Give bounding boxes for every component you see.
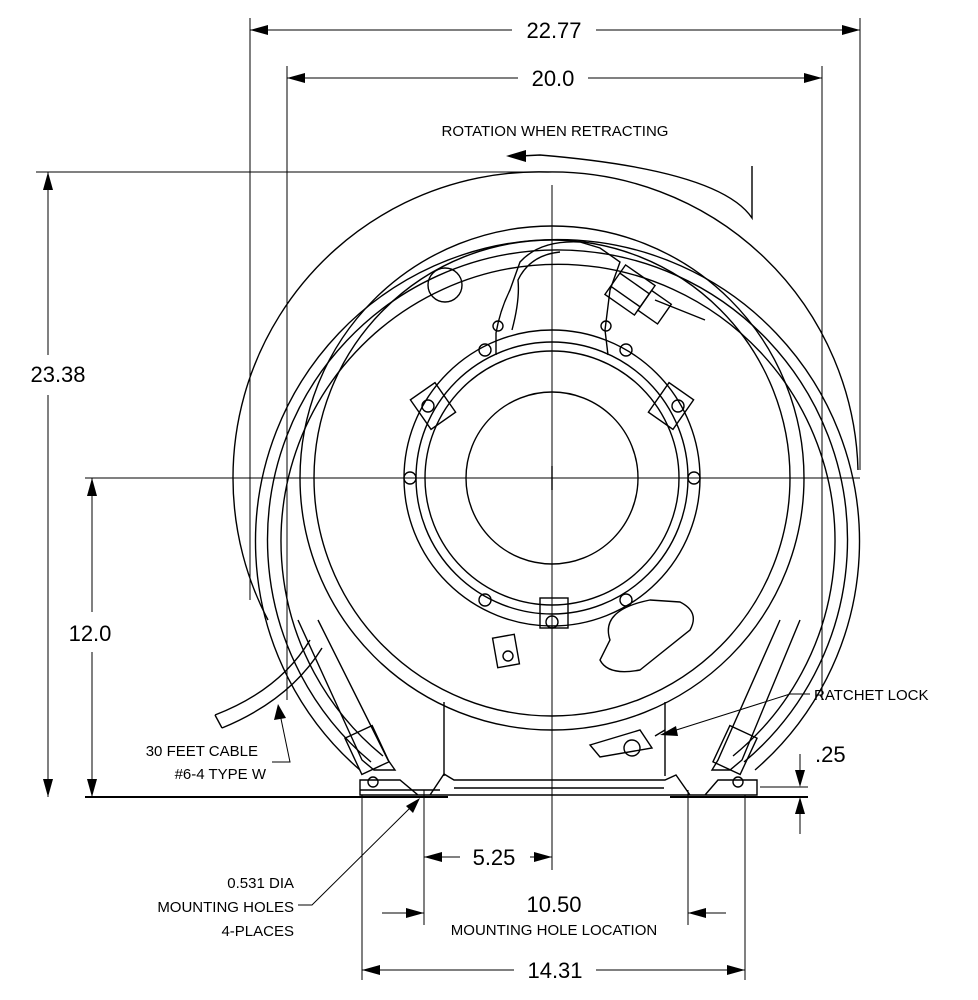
- dim-overall-height: 23.38: [30, 171, 550, 797]
- centerlines: [85, 185, 860, 870]
- dim-hole-spacing-label: 10.50: [526, 892, 581, 917]
- dim-center-height-label: 12.0: [69, 621, 112, 646]
- dim-drum-width-label: 20.0: [532, 66, 575, 91]
- hub-assembly: [403, 241, 706, 629]
- bolt-holes: [403, 320, 701, 629]
- drum-details: [427, 267, 694, 673]
- ratchet-lock-label: RATCHET LOCK: [814, 687, 928, 704]
- dim-base-thickness: .25: [760, 742, 846, 834]
- dim-half-spacing: 5.25: [423, 790, 552, 925]
- rotation-note: ROTATION WHEN RETRACTING: [442, 123, 669, 140]
- dim-overall-width-label: 22.77: [526, 18, 581, 43]
- dim-center-height: 12.0: [69, 478, 112, 797]
- dim-base-width: 14.31: [361, 795, 746, 983]
- dim-hole-spacing: 10.50 MOUNTING HOLE LOCATION: [382, 790, 726, 939]
- rotation-arrow: [506, 150, 753, 221]
- holes-note-line3: 4-PLACES: [221, 923, 294, 940]
- dim-overall-height-label: 23.38: [30, 362, 85, 387]
- holes-note-line1: 0.531 DIA: [227, 875, 294, 892]
- base-frame: [85, 619, 808, 798]
- cable-note-line2: #6-4 TYPE W: [175, 766, 267, 783]
- cable-callout: 30 FEET CABLE #6-4 TYPE W: [146, 704, 291, 783]
- cable-note-line1: 30 FEET CABLE: [146, 743, 258, 760]
- dim-base-width-label: 14.31: [527, 958, 582, 983]
- mounting-holes-callout: 0.531 DIA MOUNTING HOLES 4-PLACES: [157, 798, 420, 940]
- dim-overall-width: 22.77: [249, 18, 861, 600]
- holes-note-line2: MOUNTING HOLES: [157, 899, 294, 916]
- hole-location-label: MOUNTING HOLE LOCATION: [451, 922, 657, 939]
- dim-half-spacing-label: 5.25: [473, 845, 516, 870]
- ratchet-lock-callout: RATCHET LOCK: [660, 687, 928, 736]
- reel-drum: [232, 171, 861, 771]
- dim-base-thickness-label: .25: [815, 742, 846, 767]
